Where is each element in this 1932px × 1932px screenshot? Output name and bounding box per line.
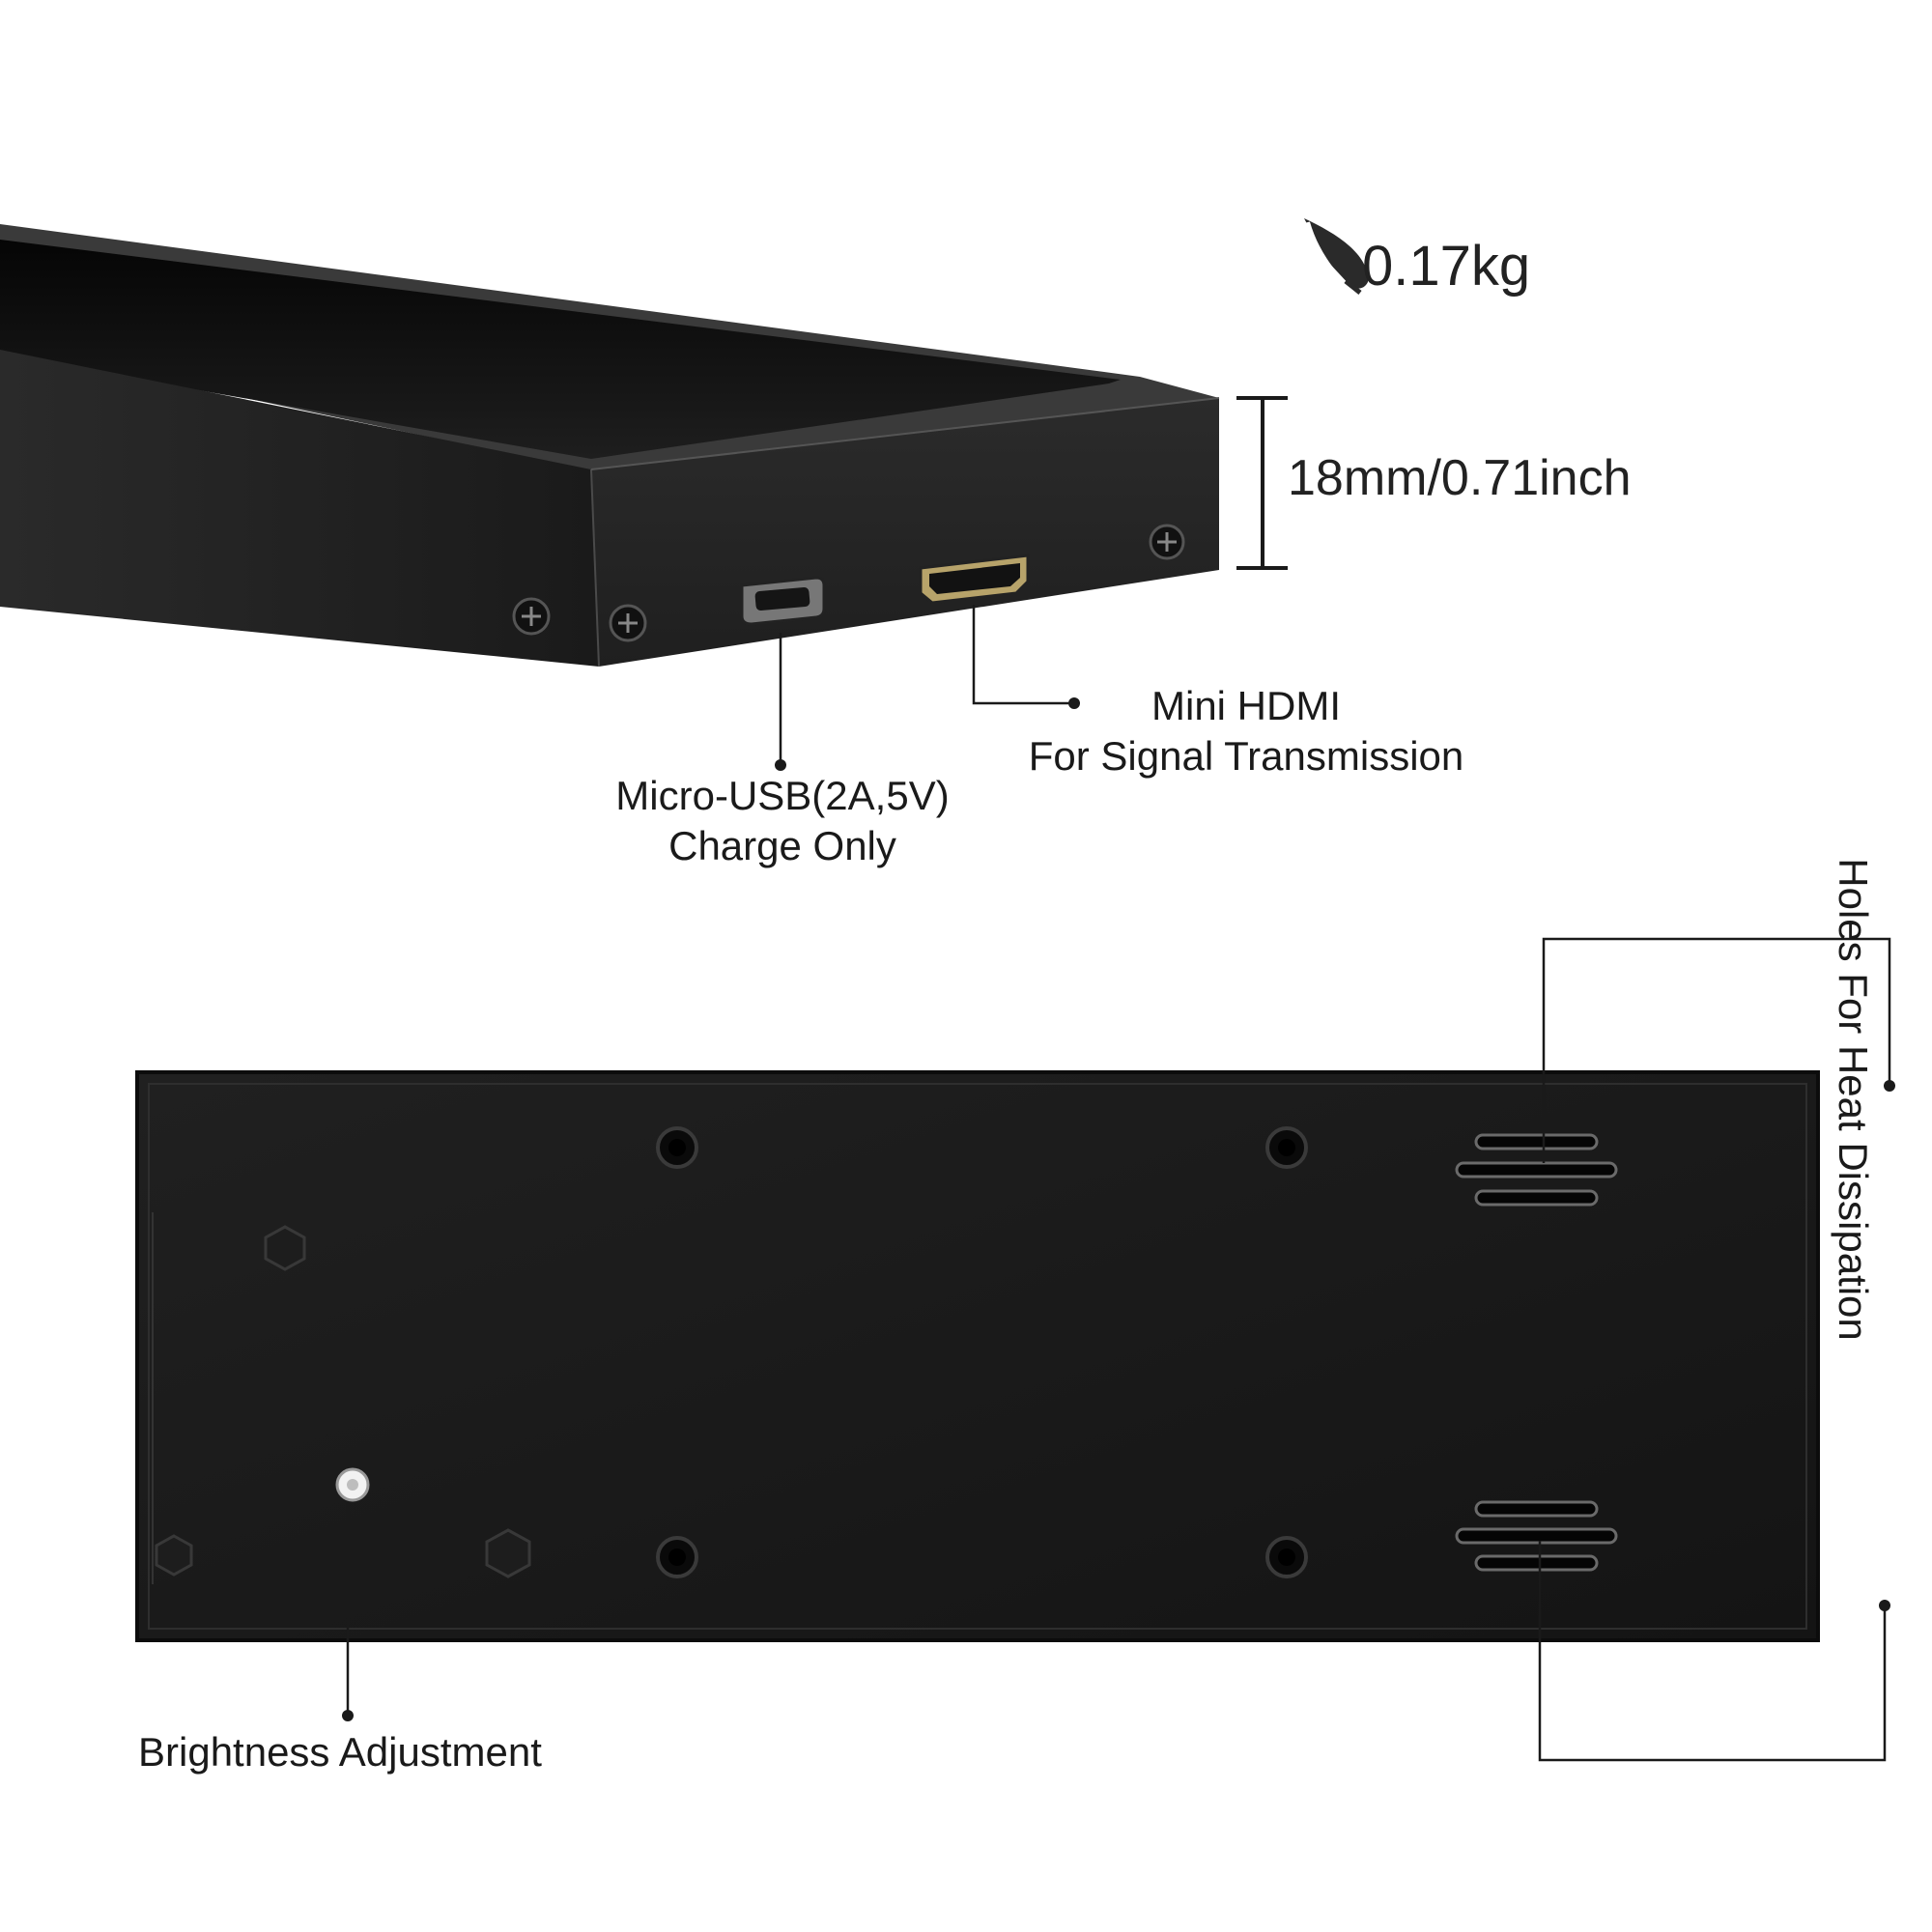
display-back-panel [135,1070,1820,1642]
screw-icon [1149,524,1185,560]
hex-standoff [155,1534,193,1577]
thickness-label: 18mm/0.71inch [1288,450,1632,506]
mini-hdmi-label-line2: For Signal Transmission [1028,733,1464,779]
mini-hdmi-port [919,554,1030,605]
callout-mini-hdmi [972,605,1080,709]
heat-vent-slots [1455,1133,1618,1207]
micro-usb-label: Micro-USB(2A,5V) Charge Only [589,771,976,871]
display-side-view [0,224,1220,668]
thickness-dimension [1236,396,1288,570]
callout-brightness [342,1502,354,1721]
brightness-label: Brightness Adjustment [138,1729,542,1775]
heat-vent-slots [1455,1500,1618,1572]
mount-hole [1265,1126,1308,1169]
display-screen [0,240,1121,459]
side-face [0,350,599,667]
callout-heat-dissipation [1538,937,1895,1762]
micro-usb-port [740,576,826,626]
mini-hdmi-label-line1: Mini HDMI [1151,683,1341,728]
brightness-knob [335,1467,370,1502]
feather-icon [1304,218,1369,295]
micro-usb-label-line1: Micro-USB(2A,5V) [615,773,950,818]
hex-standoff [264,1225,306,1271]
callout-micro-usb [775,633,786,771]
mount-hole [656,1126,698,1169]
mini-hdmi-label: Mini HDMI For Signal Transmission [1005,681,1488,781]
screw-icon [512,597,551,636]
micro-usb-label-line2: Charge Only [668,823,896,868]
weight-label: 0.17kg [1362,235,1531,298]
screw-icon [609,604,647,642]
mount-hole [1265,1536,1308,1578]
hex-standoff [485,1528,531,1578]
heat-dissipation-label: Holes For Heat Dissipation [1831,858,1876,1341]
mount-hole [656,1536,698,1578]
